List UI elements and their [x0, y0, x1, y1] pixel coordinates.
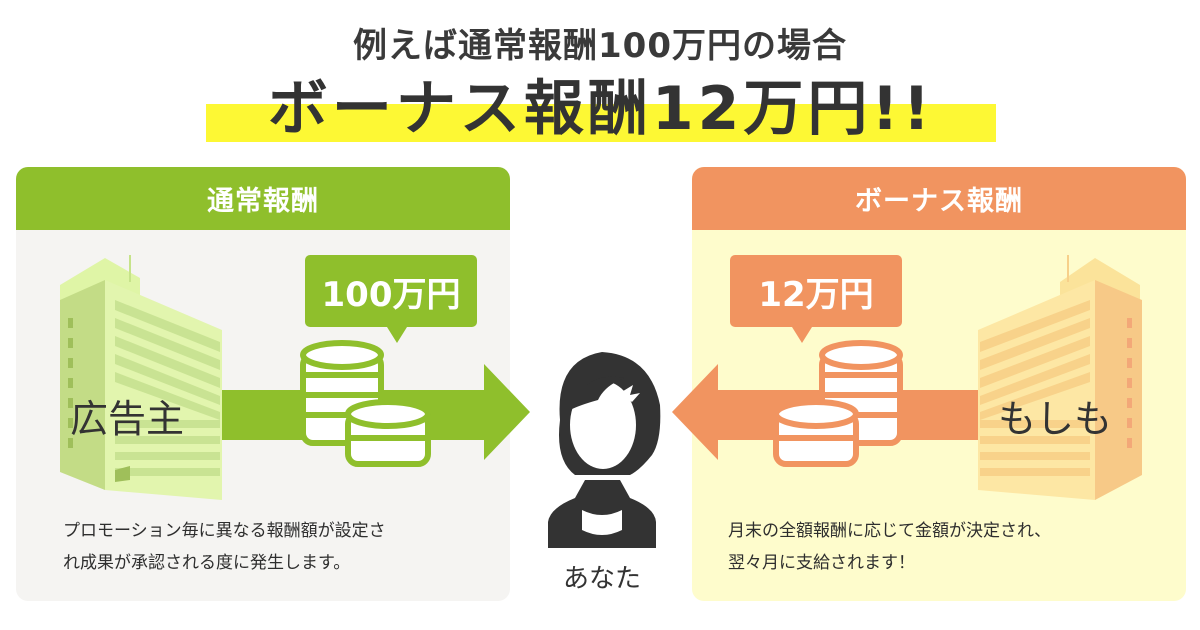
- description-line: 翌々月に支給されます！: [728, 553, 915, 573]
- building-icon: [60, 255, 222, 500]
- subtitle: 例えば通常報酬100万円の場合: [353, 26, 847, 66]
- you-label: あなた: [562, 564, 641, 594]
- bonus-amount-bubble: 12万円: [730, 255, 902, 343]
- description-line: 月末の全額報酬に応じて金額が決定され、: [728, 521, 1052, 541]
- building-icon: [978, 255, 1142, 500]
- coin-stack-icon: [773, 340, 903, 467]
- normal-amount-bubble: 100万円: [305, 255, 477, 343]
- headline-highlight: [206, 104, 996, 142]
- normal-reward-panel: 通常報酬 プロモーション毎に異なる報酬額が設定さ れ成果が承認される度に発生しま…: [16, 167, 510, 601]
- headline: ボーナス報酬12万円!!: [206, 70, 996, 150]
- headline-text: ボーナス報酬12万円!!: [267, 74, 935, 144]
- description-line: れ成果が承認される度に発生します。: [63, 553, 351, 573]
- bonus-reward-description: 月末の全額報酬に応じて金額が決定され、 翌々月に支給されます！: [728, 515, 1168, 579]
- coin-stack-icon: [300, 340, 431, 467]
- normal-reward-title: 通常報酬: [16, 167, 510, 230]
- bonus-reward-title: ボーナス報酬: [692, 167, 1186, 230]
- advertiser-label: 広告主: [70, 397, 185, 441]
- normal-reward-description: プロモーション毎に異なる報酬額が設定さ れ成果が承認される度に発生します。: [63, 515, 503, 579]
- moshimo-label: もしも: [998, 397, 1113, 441]
- description-line: プロモーション毎に異なる報酬額が設定さ: [63, 521, 386, 541]
- person-icon: [548, 352, 661, 548]
